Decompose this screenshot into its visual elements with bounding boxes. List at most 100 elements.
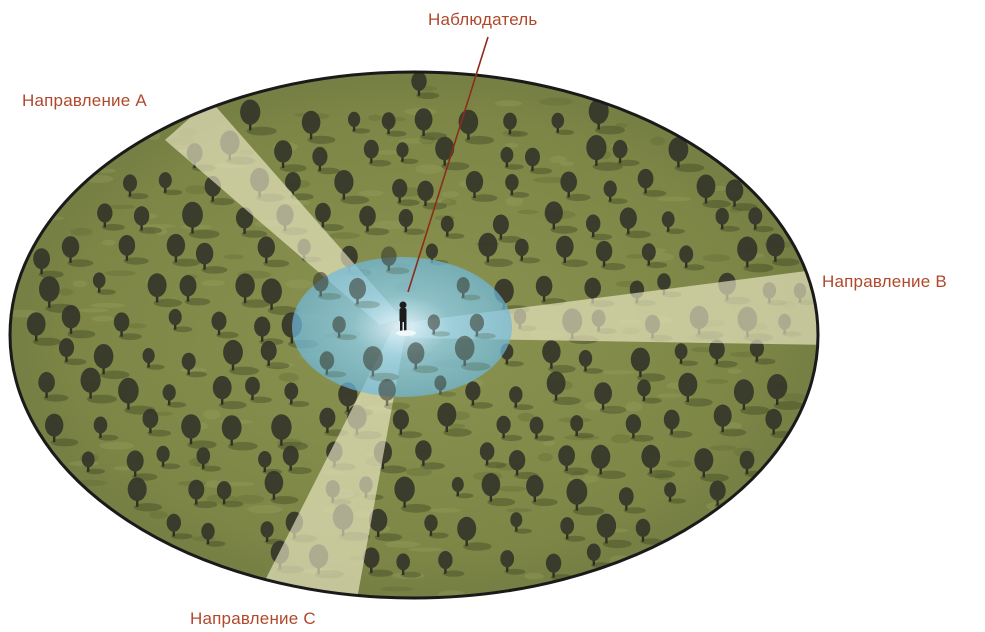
ground-patch [90, 303, 125, 308]
tree-crown [482, 473, 501, 496]
tree-crown [128, 477, 147, 501]
tree-crown [167, 234, 185, 257]
tree-crown [710, 481, 726, 501]
tree-crown [641, 445, 660, 468]
tree-crown [591, 445, 610, 469]
tree-crown [319, 408, 335, 428]
tree-crown [662, 211, 675, 227]
ground-patch [524, 573, 544, 580]
tree-crown [613, 140, 628, 158]
tree-crown [312, 147, 327, 166]
tree-crown [62, 236, 79, 258]
ground-patch [185, 185, 207, 194]
ground-patch [651, 137, 666, 146]
tree-crown [766, 234, 784, 257]
tree-crown [570, 415, 583, 431]
direction-a-label: Направление А [22, 91, 147, 111]
tree-crown [313, 272, 329, 292]
ground-patch [58, 288, 73, 295]
ground-patch [611, 434, 631, 443]
ground-patch [538, 453, 553, 462]
ground-patch [415, 164, 442, 174]
tree-crown [642, 243, 656, 261]
tree-crown [586, 215, 600, 233]
ground-patch [782, 393, 806, 401]
tree-crown [697, 175, 716, 199]
tree-crown [434, 375, 446, 390]
tree-crown [503, 113, 517, 130]
tree-crown [217, 481, 232, 499]
ground-patch [247, 505, 283, 514]
ground-patch [657, 197, 692, 202]
tree-crown [552, 113, 565, 129]
tree-crown [302, 111, 321, 134]
tree-crown [765, 409, 782, 430]
tree-crown [94, 344, 114, 369]
tree-crown [567, 479, 588, 505]
tree-crown [558, 445, 575, 466]
tree-crown [426, 244, 438, 259]
ground-patch [368, 115, 381, 121]
tree-crown [274, 140, 292, 162]
tree-crown [261, 341, 277, 361]
tree-crown [594, 382, 612, 404]
tree-crown [45, 414, 63, 437]
tree-crown [381, 246, 397, 266]
tree-crown [457, 277, 470, 293]
ground-patch [127, 323, 146, 328]
tree-crown [148, 273, 167, 297]
ground-patch [224, 254, 244, 259]
tree-crown [509, 386, 522, 403]
ground-patch [385, 541, 421, 548]
tree-crown [737, 237, 757, 262]
tree-crown [586, 135, 606, 160]
tree-crown [515, 239, 529, 256]
ground-patch [203, 410, 220, 420]
tree-crown [505, 174, 518, 191]
tree-crown [584, 278, 601, 299]
tree-crown [394, 477, 414, 502]
tree-crown [163, 384, 176, 400]
tree-crown [734, 379, 754, 404]
tree-crown [740, 451, 755, 470]
tree-crown [636, 519, 651, 537]
tree-crown [664, 482, 676, 497]
tree-crown [396, 142, 408, 157]
tree-crown [638, 169, 654, 189]
tree-crown [157, 446, 170, 462]
tree-crown [396, 553, 410, 570]
ground-patch [99, 442, 134, 450]
tree-crown [399, 209, 413, 227]
tree-crown [180, 275, 197, 296]
tree-crown [82, 451, 95, 467]
ground-patch [727, 369, 741, 374]
tree-crown [626, 414, 641, 433]
tree-crown [604, 181, 617, 198]
tree-crown [470, 314, 484, 332]
ground-patch [505, 197, 523, 207]
tree-crown [407, 342, 424, 364]
tree-crown [748, 207, 762, 225]
tree-crown [169, 309, 182, 325]
tree-crown [657, 273, 671, 290]
tree-crown [97, 203, 112, 222]
tree-crown [181, 414, 201, 438]
tree-crown [536, 276, 553, 297]
tree-crown [637, 379, 651, 396]
tree-crown [261, 278, 282, 304]
tree-crown [501, 147, 514, 163]
ground-patch [657, 393, 682, 397]
tree-crown [694, 448, 713, 472]
tree-crown [424, 515, 437, 532]
tree-crown [159, 172, 172, 188]
ground-patch [495, 100, 522, 106]
tree-crown [714, 405, 732, 427]
ground-patch [709, 445, 736, 450]
tree-crown [119, 235, 136, 256]
tree-crown [500, 550, 514, 567]
tree-crown [619, 487, 634, 506]
tree-crown [320, 351, 335, 369]
tree-crown [493, 215, 509, 235]
ground-patch [73, 280, 88, 287]
